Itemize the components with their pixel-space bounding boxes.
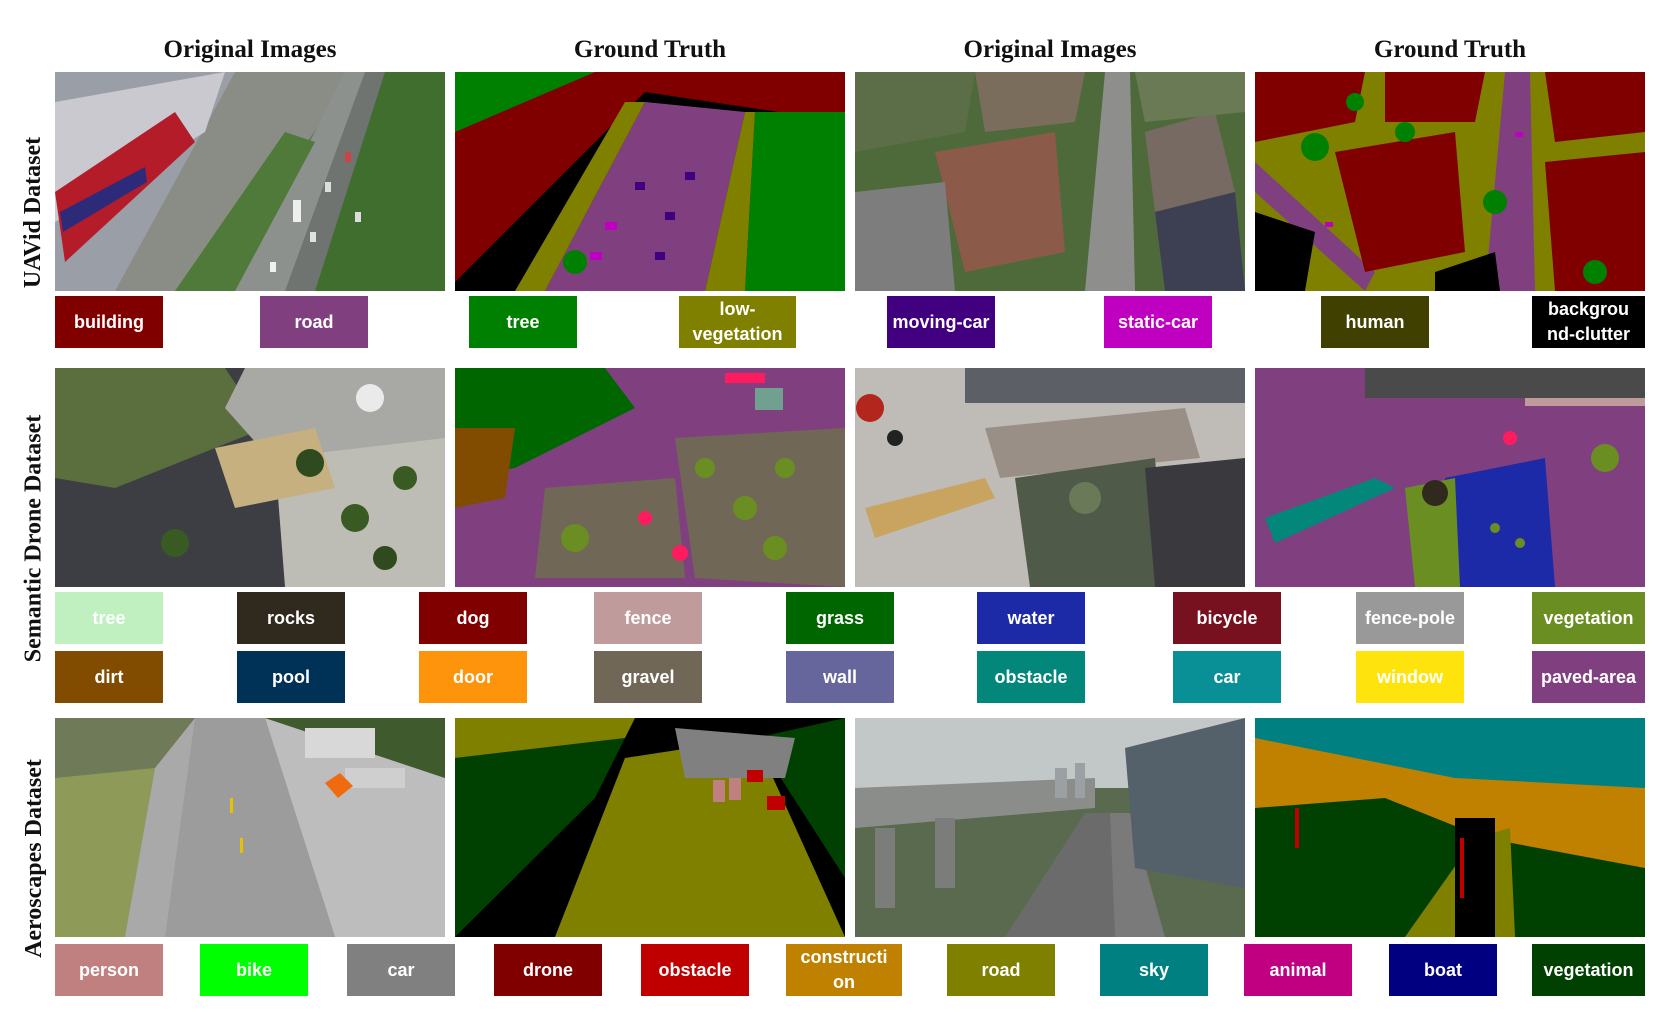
- legend-aero-drone: drone: [494, 944, 602, 996]
- legend-aero-animal: animal: [1244, 944, 1352, 996]
- legend-aero-bike: bike: [200, 944, 308, 996]
- legend-sdd-tree: tree: [55, 592, 163, 644]
- legend-sdd-paved-area: paved-area: [1532, 651, 1645, 703]
- aeroscapes-original-image-2: [855, 718, 1245, 937]
- legend-sdd-grass: grass: [786, 592, 894, 644]
- legend-sdd-gravel: gravel: [594, 651, 702, 703]
- legend-aero-sky: sky: [1100, 944, 1208, 996]
- uavid-ground-truth-1: [455, 72, 845, 291]
- sdd-original-image-2: [855, 368, 1245, 587]
- legend-sdd-window: window: [1356, 651, 1464, 703]
- legend-uavid-static-car: static-car: [1104, 296, 1212, 348]
- legend-sdd-vegetation: vegetation: [1532, 592, 1645, 644]
- row-label-uavid: UAVid Dataset: [20, 136, 47, 288]
- sdd-ground-truth-2: [1255, 368, 1645, 587]
- legend-sdd-door: door: [419, 651, 527, 703]
- column-header-ground-truth-1: Ground Truth: [573, 36, 727, 63]
- legend-aero-boat: boat: [1389, 944, 1497, 996]
- legend-sdd-water: water: [977, 592, 1085, 644]
- row-label-semantic-drone: Semantic Drone Dataset: [20, 414, 47, 662]
- aeroscapes-ground-truth-2: [1255, 718, 1645, 937]
- legend-uavid-low-vegetation: low-vegetation: [679, 296, 796, 348]
- legend-aero-construction: constructi on: [786, 944, 902, 996]
- legend-uavid-human: human: [1321, 296, 1429, 348]
- legend-sdd-dirt: dirt: [55, 651, 163, 703]
- legend-sdd-obstacle: obstacle: [977, 651, 1085, 703]
- legend-aero-car: car: [347, 944, 455, 996]
- legend-uavid-background-clutter: backgrou nd-clutter: [1532, 296, 1645, 348]
- legend-uavid-moving-car: moving-car: [887, 296, 995, 348]
- aeroscapes-original-image-1: [55, 718, 445, 937]
- uavid-original-image-2: [855, 72, 1245, 291]
- legend-aero-vegetation: vegetation: [1532, 944, 1645, 996]
- column-header-original-images-1: Original Images: [163, 36, 337, 63]
- legend-sdd-fence-pole: fence-pole: [1356, 592, 1464, 644]
- legend-uavid-road: road: [260, 296, 368, 348]
- legend-sdd-pool: pool: [237, 651, 345, 703]
- legend-aero-obstacle: obstacle: [641, 944, 749, 996]
- legend-sdd-bicycle: bicycle: [1173, 592, 1281, 644]
- sdd-ground-truth-1: [455, 368, 845, 587]
- legend-sdd-rocks: rocks: [237, 592, 345, 644]
- aeroscapes-ground-truth-1: [455, 718, 845, 937]
- uavid-original-image-1: [55, 72, 445, 291]
- column-header-original-images-2: Original Images: [963, 36, 1137, 63]
- legend-uavid-building: building: [55, 296, 163, 348]
- legend-aero-person: person: [55, 944, 163, 996]
- legend-uavid-tree: tree: [469, 296, 577, 348]
- column-header-ground-truth-2: Ground Truth: [1373, 36, 1527, 63]
- uavid-ground-truth-2: [1255, 72, 1645, 291]
- sdd-original-image-1: [55, 368, 445, 587]
- legend-sdd-dog: dog: [419, 592, 527, 644]
- legend-aero-road: road: [947, 944, 1055, 996]
- legend-sdd-wall: wall: [786, 651, 894, 703]
- legend-sdd-car: car: [1173, 651, 1281, 703]
- row-label-aeroscapes: Aeroscapes Dataset: [20, 758, 47, 958]
- legend-sdd-fence: fence: [594, 592, 702, 644]
